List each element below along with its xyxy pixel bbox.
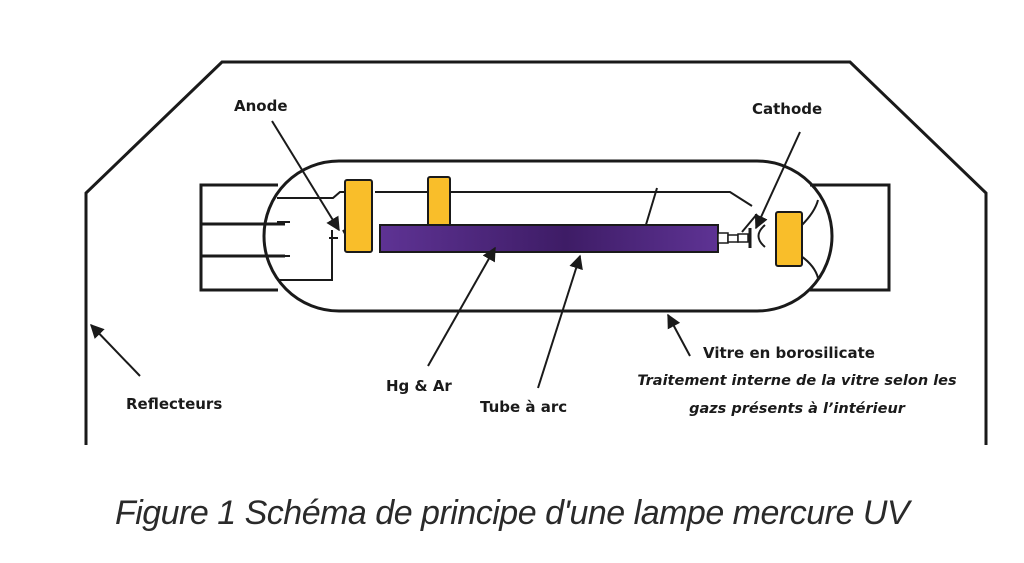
- label-traitement-line1: Traitement interne de la vitre selon les: [637, 373, 957, 389]
- cathode-leader: [754, 131, 801, 230]
- label-anode: Anode: [234, 97, 288, 115]
- anode-electrode: [344, 179, 373, 253]
- left-connector: [199, 183, 285, 292]
- reflector-housing: [84, 60, 988, 445]
- arc-tube-end-cap: [717, 232, 749, 244]
- anode-leader: [271, 120, 340, 232]
- label-vitre: Vitre en borosilicate: [703, 344, 875, 362]
- cathode-electrode: [775, 211, 803, 267]
- right-connector: [810, 183, 891, 292]
- starter-electrode: [427, 176, 451, 228]
- reflecteurs-leader: [90, 323, 141, 377]
- label-reflecteurs: Reflecteurs: [126, 395, 222, 413]
- tube-arc-leader: [537, 254, 583, 389]
- arc-tube: [379, 224, 719, 253]
- label-hg-ar: Hg & Ar: [386, 377, 452, 395]
- glass-envelope: [262, 159, 834, 313]
- vitre-leader: [667, 313, 691, 357]
- label-cathode: Cathode: [752, 100, 822, 118]
- label-traitement-line2: gazs présents à l’intérieur: [689, 401, 906, 417]
- figure-caption: Figure 1 Schéma de principe d'une lampe …: [114, 494, 910, 532]
- hg-ar-leader: [427, 246, 496, 367]
- label-tube-arc: Tube à arc: [480, 398, 567, 416]
